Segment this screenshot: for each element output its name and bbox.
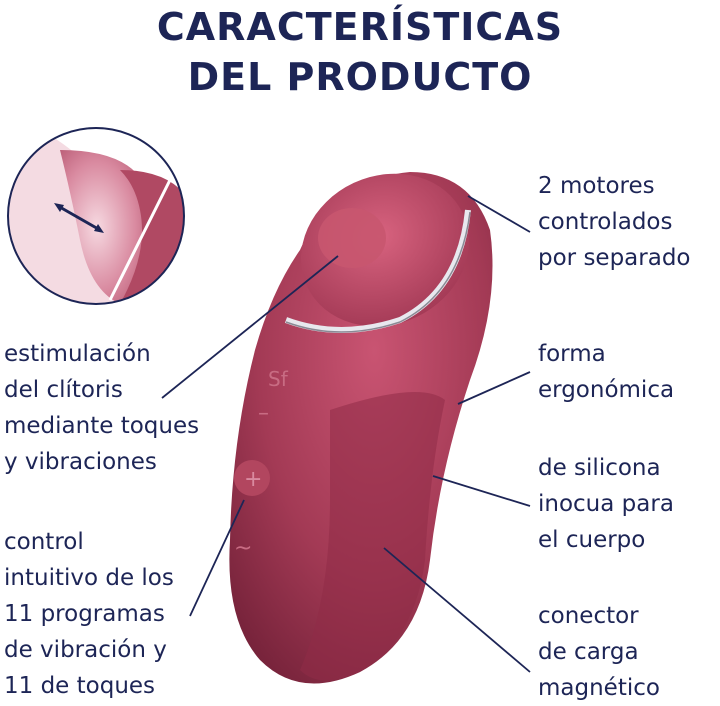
minus-icon: – (258, 401, 269, 426)
zoom-detail-circle (7, 127, 185, 305)
page-title-line1: CARACTERÍSTICAS (156, 5, 564, 49)
plus-icon: + (244, 467, 262, 492)
page-title-line2: DEL PRODUCTO (187, 55, 533, 99)
logo-mark-icon: Sf (268, 367, 289, 391)
device-body: Sf – + ~ (229, 172, 493, 684)
leader-lines (161, 195, 531, 673)
wave-icon: ~ (234, 536, 252, 561)
